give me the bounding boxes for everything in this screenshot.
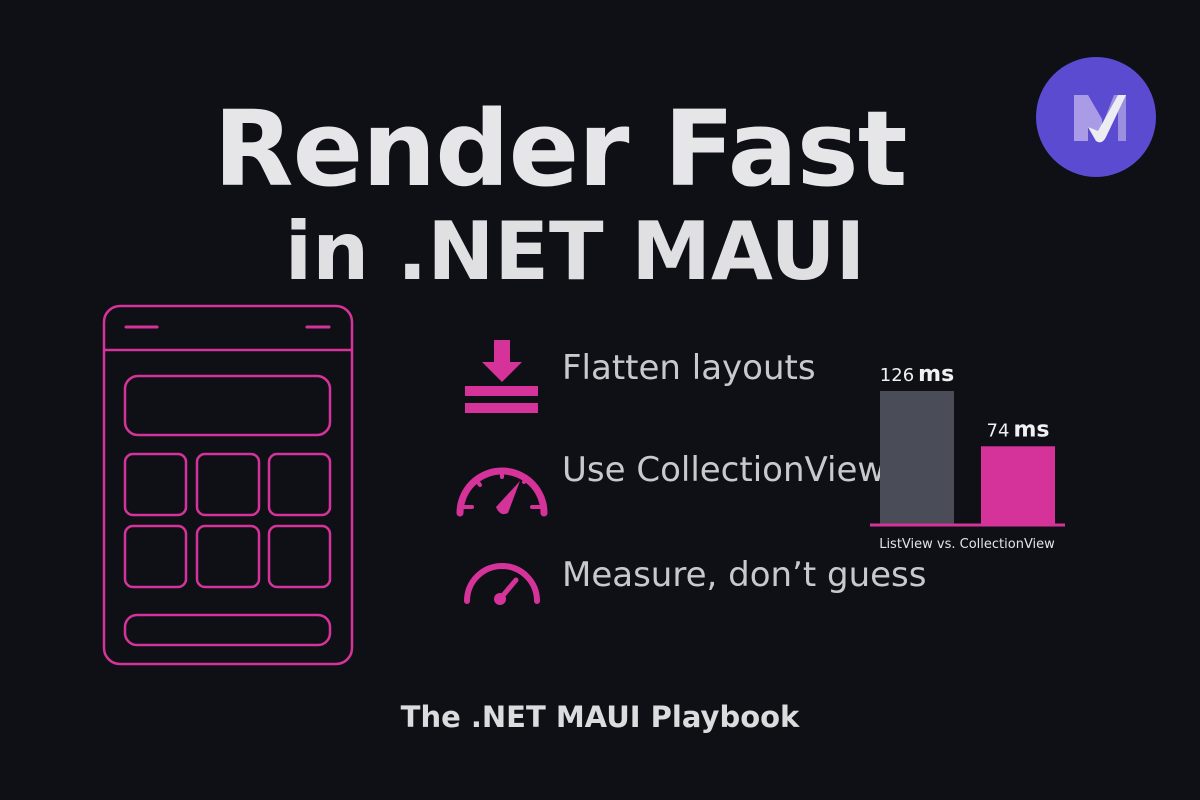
maui-logo (1036, 57, 1156, 177)
chart-caption: ListView vs. CollectionView (879, 537, 1055, 552)
download-flatten-icon (465, 340, 538, 413)
bullet-use-collectionview: Use CollectionView (562, 450, 886, 490)
bullet-flatten-layouts: Flatten layouts (562, 348, 816, 388)
bullet-measure: Measure, don’t guess (562, 555, 927, 595)
footer-text: The .NET MAUI Playbook (400, 700, 800, 734)
phone-wireframe-icon (102, 304, 354, 666)
bar-collectionview (981, 446, 1055, 525)
title-line-2: in .NET MAUI (284, 205, 866, 298)
title-line-1: Render Fast (213, 88, 908, 210)
bar-listview (880, 391, 954, 525)
gauge-icon (464, 563, 540, 605)
speedometer-icon (456, 467, 548, 517)
